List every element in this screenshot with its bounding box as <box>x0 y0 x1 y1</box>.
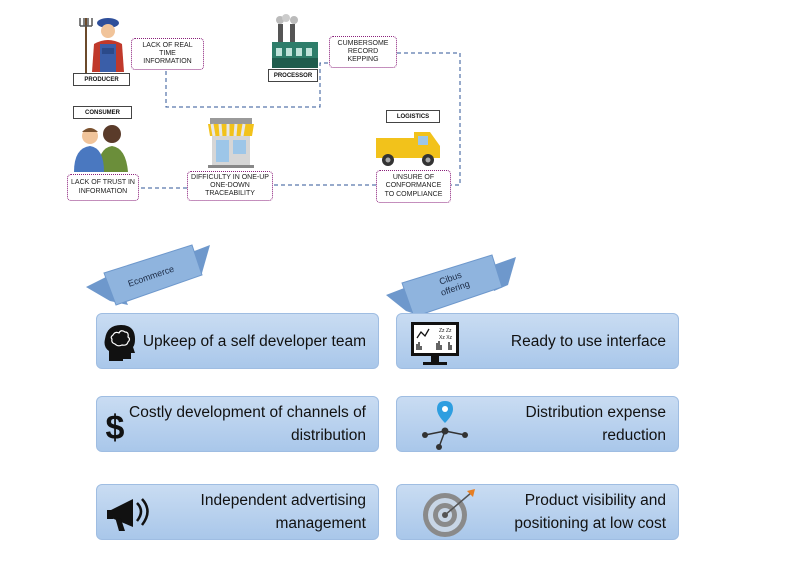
card-ready-interface-text: Ready to use interface <box>510 333 666 350</box>
connector-lines <box>139 52 461 189</box>
svg-text:$: $ <box>106 409 125 445</box>
megaphone-icon <box>107 498 149 531</box>
card-developer-team-text: Upkeep of a self developer team <box>142 333 366 350</box>
svg-text:Xz Xz: Xz Xz <box>439 335 453 341</box>
cibus-banner: Cibus offering <box>386 254 516 318</box>
card-developer-team: Upkeep of a self developer team <box>96 313 379 369</box>
producer-farmer-icon <box>79 18 124 74</box>
card-ready-interface: Zz Zz Xz Xz Ready to use interface <box>396 313 679 369</box>
consumers-people-icon <box>74 125 128 172</box>
processor-label: PROCESSOR <box>268 69 318 82</box>
brain-head-icon <box>104 325 135 361</box>
svg-text:Zz Zz: Zz Zz <box>439 328 452 334</box>
consumer-label: CONSUMER <box>73 106 132 119</box>
store-shop-icon <box>208 118 254 168</box>
producer-label: PRODUCER <box>73 73 130 86</box>
target-icon <box>423 489 475 537</box>
logistics-label: LOGISTICS <box>386 110 440 123</box>
ecommerce-banner: Ecommerce <box>86 244 210 306</box>
logistics-truck-icon <box>376 132 440 166</box>
monitor-icon: Zz Zz Xz Xz <box>411 322 459 365</box>
dollar-icon: $ <box>106 409 125 445</box>
distribution-pin-icon <box>422 401 468 450</box>
processor-factory-icon <box>272 14 318 68</box>
